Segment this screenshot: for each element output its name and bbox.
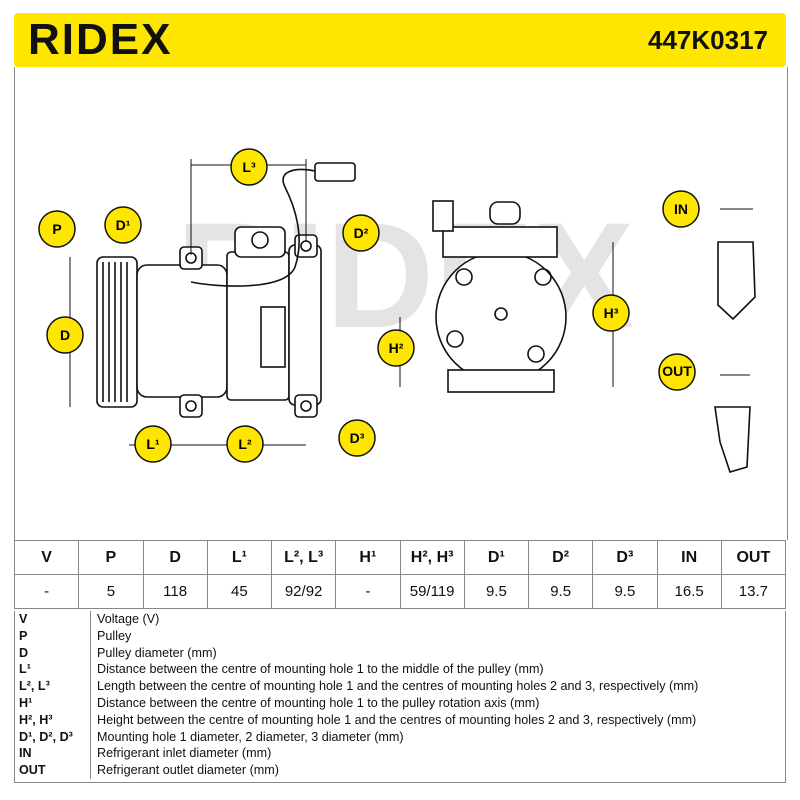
spec-value-cell: 13.7 [720,574,787,609]
svg-text:OUT: OUT [662,363,692,379]
header-bar: RIDEX 447K0317 [14,13,786,67]
badge-h3: H³ [592,294,630,332]
spec-header-cell: OUT [720,540,787,575]
spec-header-cell: D [142,540,208,575]
spec-value-cell: 59/119 [399,574,465,609]
svg-text:H³: H³ [604,305,619,321]
svg-text:IN: IN [674,201,688,217]
spec-value-cell: - [335,574,401,609]
spec-header-cell: H², H³ [399,540,465,575]
spec-header-cell: D² [527,540,594,575]
legend-desc: Pulley diameter (mm) [97,645,217,660]
legend-row: D¹, D², D³ Mounting hole 1 diameter, 2 d… [15,728,785,746]
legend-desc: Mounting hole 1 diameter, 2 diameter, 3 … [97,729,404,744]
compressor-diagram: RIDEX [38,148,756,473]
legend-row: D Pulley diameter (mm) [15,644,785,662]
legend-row: H¹ Distance between the centre of mounti… [15,694,785,712]
legend-desc: Length between the centre of mounting ho… [97,679,699,694]
badge-h2: H² [377,329,415,367]
spec-header-cell: H¹ [335,540,401,575]
technical-drawing: RIDEX [14,67,788,540]
legend-key: H², H³ [15,711,91,729]
legend-key: D [15,644,91,662]
legend-desc: Pulley [97,628,132,643]
legend-row: L¹ Distance between the centre of mounti… [15,661,785,679]
legend-row: IN Refrigerant inlet diameter (mm) [15,745,785,763]
legend-desc: Refrigerant outlet diameter (mm) [97,763,279,778]
spec-value-cell: 16.5 [656,574,722,609]
legend-row: L², L³ Length between the centre of moun… [15,678,785,695]
legend-desc: Refrigerant inlet diameter (mm) [97,746,272,761]
spec-value-cell: 45 [206,574,273,609]
svg-text:L¹: L¹ [146,436,160,452]
legend-desc: Height between the centre of mounting ho… [97,712,697,727]
badge-out: OUT [658,353,696,391]
svg-text:D¹: D¹ [116,217,131,233]
brand-logo: RIDEX [28,15,173,64]
badge-l2: L² [226,425,264,463]
spec-value-row: - 5 118 45 92/92 - 59/119 9.5 9.5 9.5 16… [13,574,787,609]
part-number: 447K0317 [648,25,768,55]
spec-value-cell: 92/92 [270,574,337,609]
spec-header-cell: L¹ [206,540,273,575]
spec-value-cell: 118 [142,574,208,609]
legend-key: L², L³ [15,678,91,695]
svg-text:D: D [60,327,70,343]
badge-in: IN [662,190,700,228]
spec-value-cell: 9.5 [527,574,594,609]
svg-text:L³: L³ [242,159,256,175]
legend-row: OUT Refrigerant outlet diameter (mm) [15,762,785,779]
spec-header-cell: D¹ [463,540,530,575]
legend-row: P Pulley [15,627,785,645]
svg-text:D³: D³ [350,430,365,446]
spec-value-cell: - [13,574,80,609]
svg-text:L²: L² [238,436,252,452]
svg-text:P: P [52,221,61,237]
legend-desc: Voltage (V) [97,612,160,626]
svg-text:D²: D² [354,225,369,241]
badge-d2: D² [342,214,380,252]
badge-l3: L³ [230,148,268,186]
spec-header-cell: L², L³ [270,540,337,575]
legend-key: D¹, D², D³ [15,728,91,746]
legend-desc: Distance between the centre of mounting … [97,662,544,677]
fittings [714,241,756,473]
legend-key: OUT [15,762,91,779]
spec-value-cell: 9.5 [463,574,530,609]
spec-header-cell: IN [656,540,722,575]
badge-d1: D¹ [104,206,142,244]
legend-desc: Distance between the centre of mounting … [97,695,540,710]
spec-header-cell: V [13,540,80,575]
compressor-rear-view [432,200,567,393]
legend-row: H², H³ Height between the centre of moun… [15,711,785,729]
legend-key: P [15,627,91,645]
legend-key: V [15,611,91,628]
legend-key: IN [15,745,91,763]
compressor-side-view [96,162,356,418]
spec-header-cell: P [78,540,144,575]
legend: V Voltage (V) P Pulley D Pulley diameter… [14,611,786,783]
legend-row: V Voltage (V) [15,611,785,628]
badge-d3: D³ [338,419,376,457]
spec-value-cell: 9.5 [592,574,658,609]
badge-d: D [46,316,84,354]
spec-table: V P D L¹ L², L³ H¹ H², H³ D¹ D² D³ IN OU… [13,540,787,609]
spec-header-row: V P D L¹ L², L³ H¹ H², H³ D¹ D² D³ IN OU… [13,540,787,575]
spec-header-cell: D³ [592,540,658,575]
legend-key: L¹ [15,661,91,679]
legend-key: H¹ [15,694,91,712]
badge-l1: L¹ [134,425,172,463]
badge-p: P [38,210,76,248]
spec-value-cell: 5 [78,574,144,609]
svg-text:H²: H² [389,340,404,356]
